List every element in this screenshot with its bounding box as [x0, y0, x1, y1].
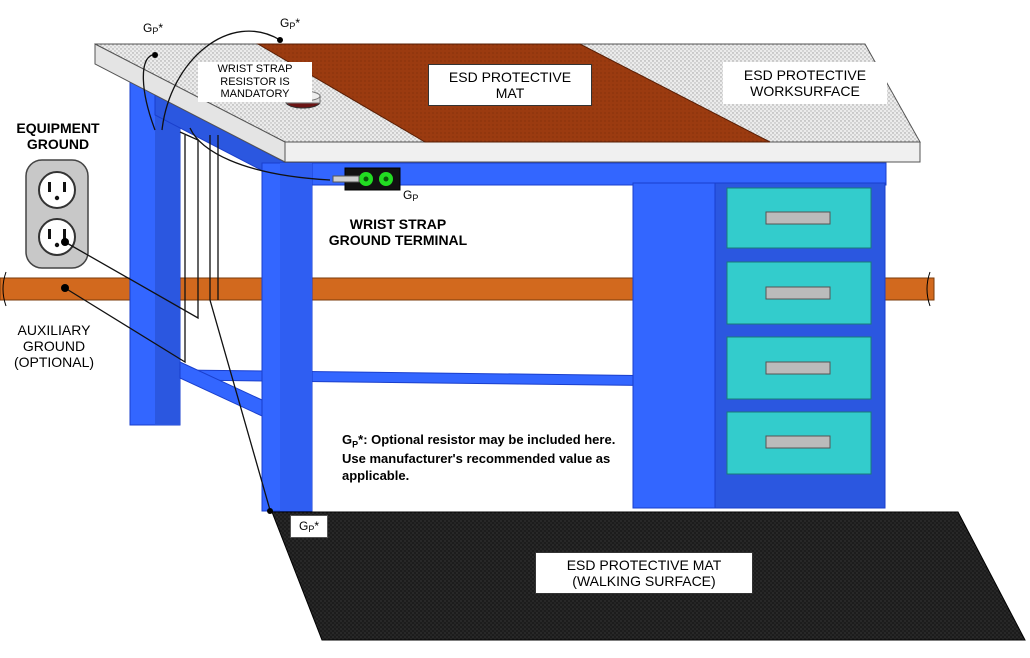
wrist-strap-resistor-label: WRIST STRAP RESISTOR IS MANDATORY [198, 62, 312, 102]
wrist-strap-terminal-label: WRIST STRAP GROUND TERMINAL [328, 216, 468, 249]
ground-wires [64, 30, 331, 511]
optional-resistor-note: GP*: Optional resistor may be included h… [342, 432, 616, 484]
esd-mat-label: ESD PROTECTIVE MAT [428, 64, 592, 107]
walking-mat-label: ESD PROTECTIVE MAT (WALKING SURFACE) [535, 552, 753, 595]
gp-label-terminal: GP [403, 188, 419, 203]
outlet-ground-point [61, 238, 69, 246]
gp-label-top-left: GP* [143, 21, 164, 36]
gp-label-floor: GP* [290, 515, 329, 538]
equipment-ground-label: EQUIPMENT GROUND [16, 120, 100, 153]
drawer-cabinet-side [632, 182, 718, 509]
wrist-strap-ground-terminal [332, 167, 401, 191]
auxiliary-ground-label: AUXILIARY GROUND (OPTIONAL) [13, 322, 95, 371]
gp-label-top-right: GP* [280, 16, 301, 31]
crossbar [179, 369, 687, 387]
pipe-ground-point [61, 284, 69, 292]
outlet-sockets [38, 171, 76, 256]
drawers [726, 187, 872, 475]
esd-worksurface-label: ESD PROTECTIVE WORKSURFACE [723, 62, 887, 105]
